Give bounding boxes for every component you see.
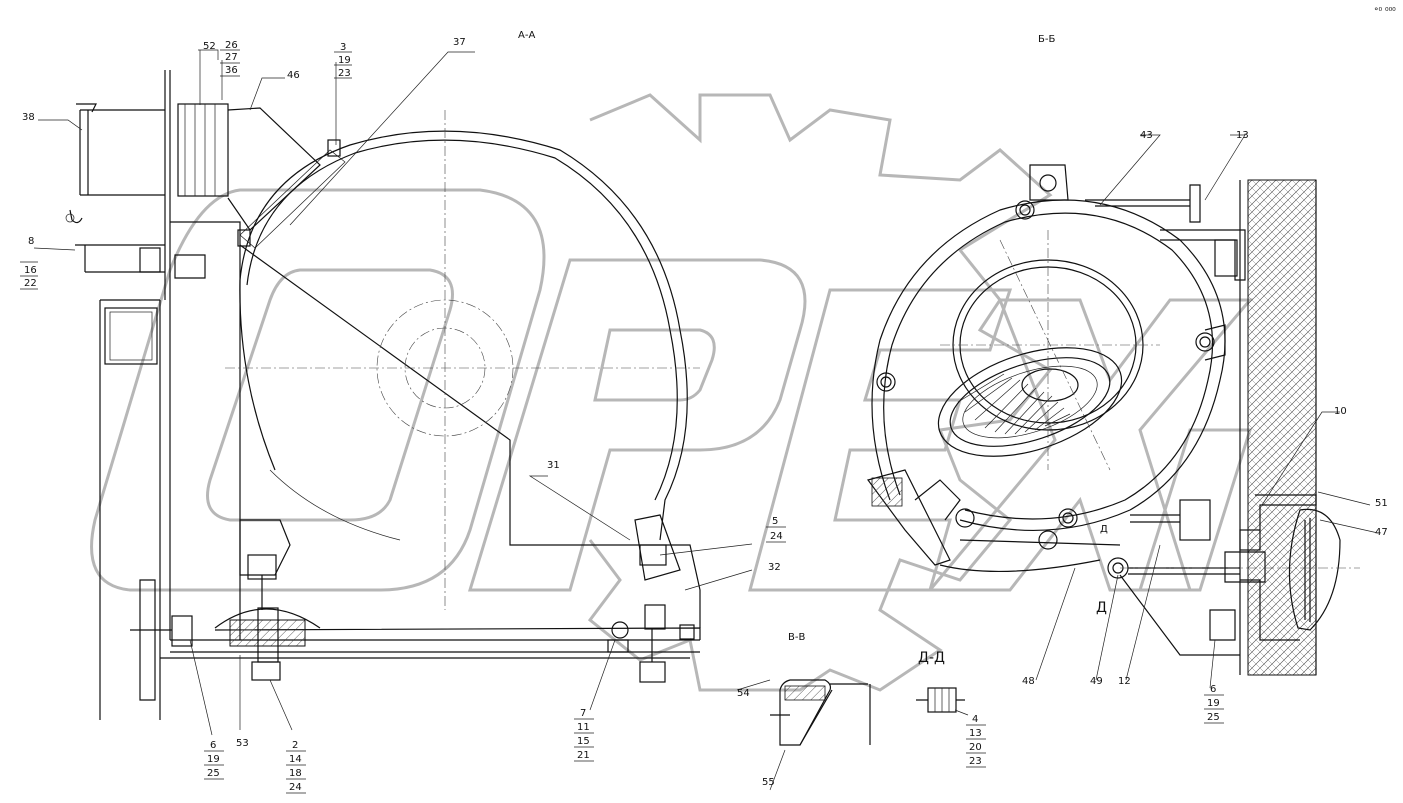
impeller-blades [957,373,1071,435]
callout-7: 7 [580,708,586,719]
callout-23-a: 23 [338,68,351,79]
detail-dd [916,687,965,713]
callout-46: 46 [287,70,300,81]
section-bb [866,164,1360,676]
callout-19-a: 19 [338,55,351,66]
callout-15: 15 [577,736,590,747]
callout-6-a: 6 [210,740,216,751]
callout-10: 10 [1334,406,1347,417]
callout-20: 20 [969,742,982,753]
section-mark-d-bottom: Д [1096,600,1107,616]
callout-25-a: 25 [207,768,220,779]
callout-24-a: 24 [770,531,783,542]
callout-3: 3 [340,42,346,53]
callout-13: 13 [1236,130,1249,141]
callout-47: 47 [1375,527,1388,538]
callout-31: 31 [547,460,560,471]
callout-11: 11 [577,722,590,733]
watermark-logo [90,93,1254,692]
section-aa [65,70,701,720]
callout-49: 49 [1090,676,1103,687]
callout-labels: 52 26 27 36 3 19 23 37 46 38 8 16 22 31 … [22,37,1388,793]
callout-12: 12 [1118,676,1131,687]
callout-21: 21 [577,750,590,761]
callout-32: 32 [768,562,781,573]
callout-underlines [20,49,1224,794]
view-titles: А-А Б-Б В-В Д-Д Д Д °⁰ ⁰⁰⁰ [518,7,1396,666]
callout-18: 18 [289,768,302,779]
callout-22: 22 [24,278,37,289]
callout-14: 14 [289,754,302,765]
detail-vv [770,679,871,746]
callout-19-c: 19 [1207,698,1220,709]
section-mark-d-top: Д [1100,524,1108,535]
view-title-aa: А-А [518,30,535,41]
callout-48: 48 [1022,676,1035,687]
callout-2: 2 [292,740,298,751]
callout-36: 36 [225,65,238,76]
callout-5: 5 [772,516,778,527]
callout-8: 8 [28,236,34,247]
corner-text: °⁰ ⁰⁰⁰ [1374,7,1396,17]
callout-13-b: 13 [969,728,982,739]
view-title-vv: В-В [788,632,805,643]
callout-19-b: 19 [207,754,220,765]
callout-51: 51 [1375,498,1388,509]
callout-24-b: 24 [289,782,302,793]
view-title-bb: Б-Б [1038,34,1055,45]
callout-4: 4 [972,714,978,725]
callout-54: 54 [737,688,750,699]
view-title-dd: Д-Д [918,650,945,666]
callout-26: 26 [225,40,238,51]
callout-53: 53 [236,738,249,749]
callout-16: 16 [24,265,37,276]
callout-55: 55 [762,777,775,788]
leader-lines [33,49,1379,791]
callout-25-b: 25 [1207,712,1220,723]
callout-23-b: 23 [969,756,982,767]
callout-27: 27 [225,52,238,63]
callout-52: 52 [203,41,216,52]
callout-43: 43 [1140,130,1153,141]
callout-37: 37 [453,37,466,48]
callout-38: 38 [22,112,35,123]
callout-6-b: 6 [1210,684,1216,695]
